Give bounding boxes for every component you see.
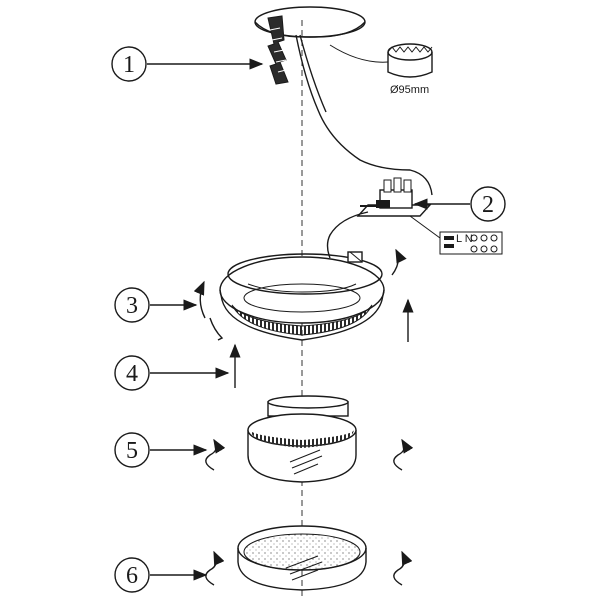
power-cable: [295, 34, 433, 196]
callout-2: 2: [470, 186, 506, 222]
callout-6: 6: [114, 557, 150, 593]
callout-1: 1: [111, 46, 147, 82]
callout-5: 5: [114, 432, 150, 468]
twist-arrows-5: [205, 438, 414, 471]
mounting-ring: [209, 251, 385, 341]
hole-saw-icon: [329, 43, 433, 78]
terminal-block: [356, 177, 432, 217]
ceiling-hole: [254, 6, 366, 38]
svg-text:3: 3: [126, 293, 138, 319]
spring-clip: [267, 15, 289, 85]
callout-4: 4: [114, 355, 150, 391]
svg-text:4: 4: [126, 361, 138, 387]
led-module: [247, 395, 357, 483]
svg-text:L N: L N: [456, 233, 473, 245]
hole-diameter-label: Ø95mm: [390, 84, 429, 96]
svg-text:2: 2: [482, 192, 494, 218]
twist-arrows-6: [205, 550, 413, 586]
diffuser-lens: [237, 525, 367, 591]
svg-text:6: 6: [126, 563, 138, 589]
wiring-scheme-icon: L N: [409, 215, 503, 255]
callout-3: 3: [114, 287, 150, 323]
svg-text:5: 5: [126, 438, 138, 464]
svg-text:1: 1: [123, 52, 135, 78]
